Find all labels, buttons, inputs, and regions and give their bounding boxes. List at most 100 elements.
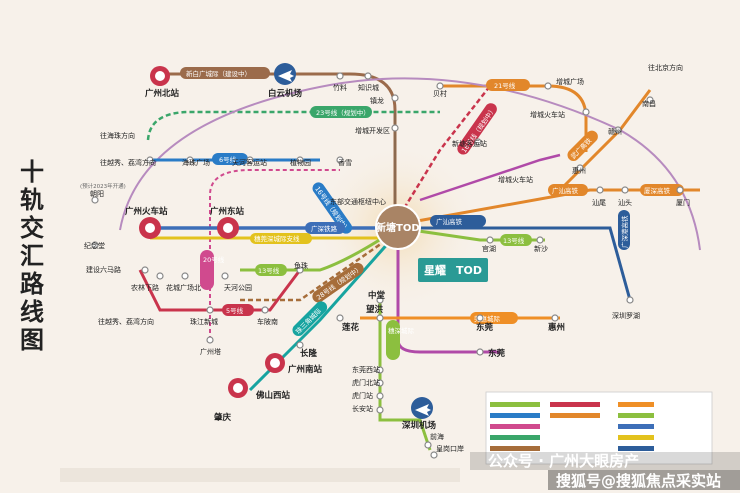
svg-text:莲花: 莲花 — [342, 322, 360, 333]
svg-text:赣州: 赣州 — [608, 127, 622, 136]
svg-text:广州北站: 广州北站 — [145, 88, 180, 99]
svg-text:天河客运站: 天河客运站 — [232, 158, 267, 167]
svg-text:增城广场: 增城广场 — [556, 77, 584, 86]
label-23: 23号线（规划中） — [316, 108, 370, 117]
line-28-dashed — [209, 169, 340, 340]
line-pink-huizhou — [419, 153, 561, 202]
label-5: 5号线 — [226, 306, 244, 315]
svg-text:图: 图 — [20, 326, 44, 354]
svg-text:车陂南: 车陂南 — [257, 317, 278, 326]
station-labels: 广州北站 白云机场 竹料 知识城 镇龙 增城开发区 贝村 增城广场 增城火车站 … — [80, 63, 690, 453]
svg-text:天河公园: 天河公园 — [224, 284, 252, 292]
svg-text:长安站: 长安站 — [352, 404, 373, 413]
rail-station-icon — [228, 378, 248, 398]
label-20: 20号线 — [203, 255, 225, 264]
svg-text:鱼珠: 鱼珠 — [294, 261, 308, 270]
label-guangshan-2: 广汕高铁 — [552, 186, 579, 195]
svg-text:(预计2023年开通): (预计2023年开通) — [80, 182, 126, 190]
footer-band — [60, 468, 460, 482]
airplane-icon — [274, 63, 296, 85]
svg-text:线: 线 — [20, 298, 44, 326]
vertical-title: 十 轨 交 汇 路 线 图 — [20, 158, 45, 354]
label-guangshen: 广深铁路 — [311, 224, 338, 233]
svg-text:广州塔: 广州塔 — [200, 347, 221, 356]
svg-text:深圳机场: 深圳机场 — [402, 420, 437, 431]
line-28 — [240, 230, 399, 302]
svg-text:贝村: 贝村 — [433, 89, 447, 98]
station-dots — [91, 72, 684, 459]
svg-text:汇: 汇 — [20, 242, 44, 270]
hub-name: 新塘TOD — [376, 221, 420, 234]
svg-text:新沙: 新沙 — [534, 244, 548, 253]
svg-text:新塘客运站: 新塘客运站 — [452, 139, 487, 148]
svg-text:前海: 前海 — [430, 432, 444, 441]
svg-text:广州火车站: 广州火车站 — [125, 206, 168, 217]
svg-text:搜狐号@搜狐焦点采实站: 搜狐号@搜狐焦点采实站 — [556, 472, 721, 490]
svg-text:白云机场: 白云机场 — [268, 88, 303, 99]
svg-text:往北京方向: 往北京方向 — [648, 63, 683, 72]
line-green-south — [378, 300, 432, 451]
label-13-west: 13号线 — [258, 266, 280, 275]
svg-text:增城开发区: 增城开发区 — [355, 126, 390, 135]
hub-xintang-tod[interactable]: 新塘TOD 东部交通枢纽中心 — [330, 197, 421, 250]
line-5 — [138, 269, 302, 312]
label-guangshan-1: 广汕高铁 — [436, 217, 463, 226]
svg-text:往海珠方向: 往海珠方向 — [100, 131, 135, 140]
svg-text:深圳罗湖: 深圳罗湖 — [612, 311, 640, 320]
svg-text:增城火车站: 增城火车站 — [498, 175, 533, 184]
rail-station-icon — [139, 217, 161, 239]
label-6: 6号线 — [219, 155, 237, 164]
svg-text:东莞: 东莞 — [488, 348, 506, 359]
line-teal — [248, 231, 400, 392]
svg-text:惠州: 惠州 — [548, 322, 565, 333]
rail-station-icon — [265, 353, 285, 373]
svg-text:广州南站: 广州南站 — [288, 364, 323, 375]
legend-box — [485, 391, 713, 465]
line-guangshen-east — [395, 226, 632, 301]
label-13-east: 13号线 — [503, 236, 525, 245]
svg-text:交: 交 — [20, 214, 44, 242]
line-23 — [146, 110, 440, 141]
svg-text:佛山西站: 佛山西站 — [255, 390, 291, 401]
label-xinbaiyun: 新白广城际（建设中） — [186, 69, 251, 78]
svg-text:珠江新城: 珠江新城 — [190, 317, 218, 326]
svg-text:路: 路 — [20, 270, 45, 298]
project-logo: 星耀 TOD — [418, 258, 488, 282]
svg-text:镇龙: 镇龙 — [370, 96, 384, 105]
svg-text:官湖: 官湖 — [482, 244, 496, 253]
svg-text:十: 十 — [20, 158, 44, 186]
svg-text:南昌: 南昌 — [642, 99, 656, 108]
label-suiguan: 穗莞深城际支线 — [254, 234, 300, 243]
logo-name: TOD — [456, 264, 482, 277]
line-16 — [398, 85, 491, 216]
svg-text:轨: 轨 — [20, 186, 44, 214]
label-suishen: 穗深城际 — [388, 326, 415, 335]
svg-text:东莞: 东莞 — [476, 322, 494, 333]
svg-text:香雪: 香雪 — [338, 158, 352, 167]
svg-text:虎门站: 虎门站 — [352, 391, 373, 400]
svg-text:公众号 · 广州大眼房产: 公众号 · 广州大眼房产 — [488, 452, 639, 470]
svg-text:中堂: 中堂 — [368, 290, 386, 301]
line-arc-purple — [119, 77, 701, 251]
hub-note: 东部交通枢纽中心 — [330, 197, 386, 206]
svg-text:纪念堂: 纪念堂 — [84, 241, 105, 250]
svg-text:广州东站: 广州东站 — [210, 206, 245, 217]
svg-text:汕尾: 汕尾 — [592, 198, 606, 207]
line-xinbaiyun — [160, 72, 397, 215]
svg-text:知识城: 知识城 — [358, 83, 379, 92]
airplane-icon — [411, 397, 433, 419]
svg-text:望洪: 望洪 — [366, 304, 384, 315]
svg-text:长隆: 长隆 — [300, 348, 318, 359]
svg-text:虎门北站: 虎门北站 — [352, 378, 380, 387]
svg-text:往越秀、荔湾方向: 往越秀、荔湾方向 — [98, 317, 154, 326]
logo-mark: 星耀 — [424, 263, 446, 277]
svg-text:东莞西站: 东莞西站 — [352, 365, 380, 374]
label-guanhui: 莞惠城际 — [474, 314, 501, 323]
svg-text:建设六马路: 建设六马路 — [86, 265, 121, 274]
svg-text:农林下路: 农林下路 — [131, 283, 159, 292]
svg-text:惠州: 惠州 — [572, 166, 586, 175]
label-gfgs: 广深港高铁 — [620, 215, 629, 248]
svg-text:皇岗口岸: 皇岗口岸 — [436, 444, 464, 453]
svg-text:花城广场北: 花城广场北 — [166, 283, 201, 292]
